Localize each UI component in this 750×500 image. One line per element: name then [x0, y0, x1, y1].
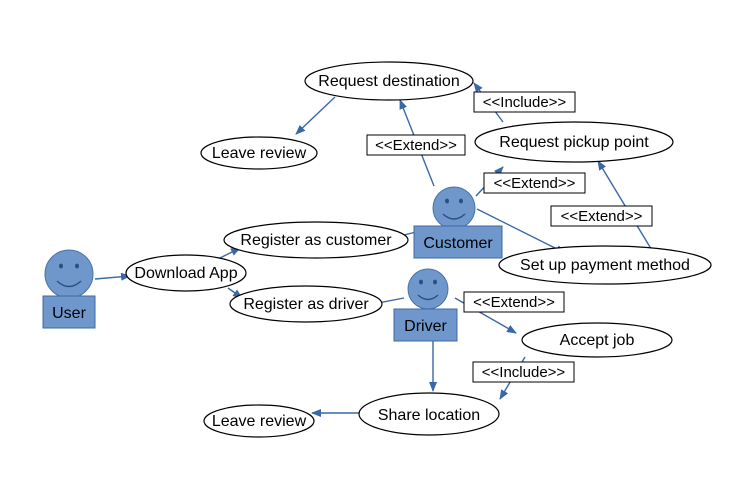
use-case-label: Set up payment method: [520, 257, 690, 274]
use-case-accept-job: Accept job: [521, 322, 673, 358]
smiley-face-icon: [432, 186, 476, 230]
use-case-set-up-payment-method: Set up payment method: [498, 245, 712, 285]
relation-label: <<Extend>>: [494, 175, 576, 192]
actor-box: [393, 308, 458, 342]
actor-label: User: [52, 305, 86, 322]
use-case-label: Leave review: [212, 413, 307, 430]
use-case-leave-review-bottom: Leave review: [203, 404, 315, 438]
connector-customer-payment: [476, 208, 566, 254]
use-case-register-as-customer: Register as customer: [223, 221, 409, 259]
relation-label: <<Extend>>: [561, 208, 643, 225]
relation-label: <<Include>>: [483, 94, 567, 111]
extend-label-destination: <<Extend>>: [366, 134, 466, 156]
connector-user-download: [94, 272, 131, 281]
use-case-download-app: Download App: [125, 254, 247, 292]
use-case-label: Request pickup point: [499, 134, 649, 151]
use-case-label: Request destination: [318, 73, 459, 90]
use-case-label: Share location: [378, 407, 480, 424]
smiley-face-icon: [407, 268, 449, 310]
use-case-share-location: Share location: [358, 392, 500, 436]
use-case-label: Register as customer: [240, 232, 392, 249]
include-label-bottom: <<Include>>: [472, 361, 575, 383]
actor-box: [413, 225, 503, 259]
actor-label: Customer: [423, 235, 493, 252]
use-case-label: Leave review: [212, 145, 307, 162]
extend-label-pickup: <<Extend>>: [483, 172, 586, 194]
use-case-label: Register as driver: [243, 296, 369, 313]
extend-label-payment: <<Extend>>: [550, 205, 653, 227]
include-label-top: <<Include>>: [473, 91, 576, 113]
relation-label: <<Extend>>: [375, 137, 457, 154]
actor-label: Driver: [404, 318, 447, 335]
use-case-leave-review-top: Leave review: [200, 136, 318, 170]
actor-user: User: [42, 249, 96, 329]
relation-label: <<Include>>: [482, 364, 566, 381]
use-case-request-destination: Request destination: [304, 61, 474, 101]
use-case-request-pickup-point: Request pickup point: [474, 121, 674, 163]
use-case-register-as-driver: Register as driver: [229, 285, 383, 323]
smiley-face-icon: [44, 249, 94, 299]
actor-driver: Driver: [393, 268, 458, 342]
actor-box: [42, 295, 96, 329]
actor-customer: Customer: [413, 186, 503, 259]
use-case-label: Accept job: [560, 332, 635, 349]
connector-destination-leave-review: [295, 96, 336, 135]
use-case-label: Download App: [134, 265, 237, 282]
relation-label: <<Extend>>: [473, 294, 555, 311]
extend-label-driver: <<Extend>>: [463, 291, 565, 313]
